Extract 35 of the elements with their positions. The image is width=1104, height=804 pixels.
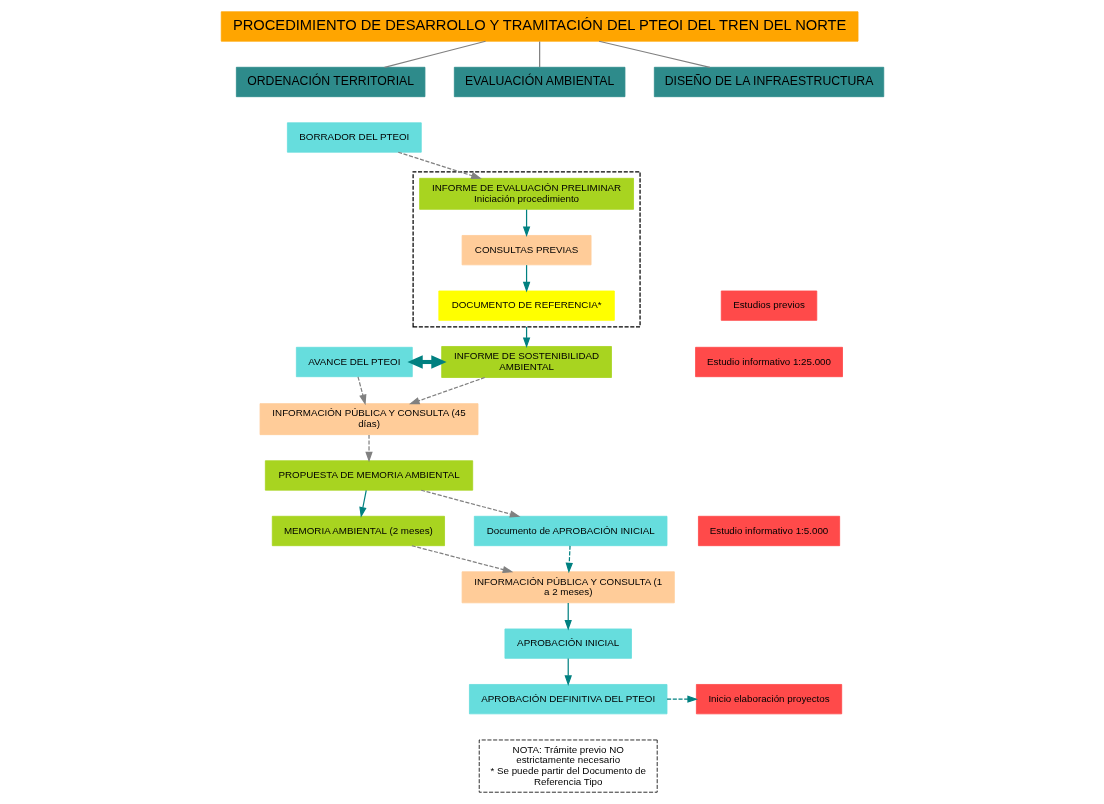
arrow (406, 355, 447, 369)
arrow (397, 151, 482, 180)
node-box: INFORMACIÓN PÚBLICA Y CONSULTA (45 días) (259, 403, 478, 436)
node-box: DOCUMENTO DE REFERENCIA* (437, 290, 615, 321)
arrow (356, 376, 366, 406)
node-box: Estudio informativo 1:5.000 (697, 515, 840, 547)
node-box: Inicio elaboración proyectos (695, 684, 842, 715)
node-box: ORDENACIÓN TERRITORIAL (235, 66, 425, 98)
node-box: AVANCE DEL PTEOI (295, 346, 413, 378)
arrow (665, 695, 698, 703)
node-box: PROCEDIMIENTO DE DESARROLLO Y TRAMITACIÓN DEL PTEOI DEL TREN DEL NORTE (220, 11, 858, 42)
node-box: CONSULTAS PREVIAS (461, 235, 591, 266)
node-box: EVALUACIÓN AMBIENTAL (453, 66, 625, 98)
node-box: INFORME DE EVALUACIÓN PRELIMINAR Iniciación procedimiento (418, 177, 634, 210)
connector (597, 40, 710, 68)
arrow (358, 489, 367, 518)
node-box: NOTA: Trámite previo NO estrictamente necesario * Se puede partir del Documento de Referencia Tipo (478, 739, 658, 793)
node-box: MEMORIA AMBIENTAL (2 meses) (271, 515, 445, 547)
node-box: BORRADOR DEL PTEOI (286, 122, 422, 153)
connector (383, 40, 486, 68)
connector (538, 40, 540, 68)
arrow (364, 434, 373, 463)
node-box: APROBACIÓN DEFINITIVA DEL PTEOI (468, 684, 667, 715)
node-box: INFORME DE SOSTENIBILIDAD AMBIENTAL (440, 346, 612, 378)
arrow (565, 545, 573, 574)
arrow (420, 489, 520, 518)
node-box: PROPUESTA DE MEMORIA AMBIENTAL (264, 460, 473, 491)
arrow (408, 376, 485, 405)
node-box: INFORMACIÓN PÚBLICA Y CONSULTA (1 a 2 meses) (461, 571, 675, 604)
node-box: APROBACIÓN INICIAL (504, 628, 632, 659)
node-box: DISEÑO DE LA INFRAESTRUCTURA (653, 66, 884, 98)
node-box: Documento de APROBACIÓN INICIAL (473, 515, 667, 547)
node-box: Estudio informativo 1:25.000 (694, 346, 843, 378)
node-box: Estudios previos (720, 290, 817, 321)
arrow (410, 545, 513, 574)
